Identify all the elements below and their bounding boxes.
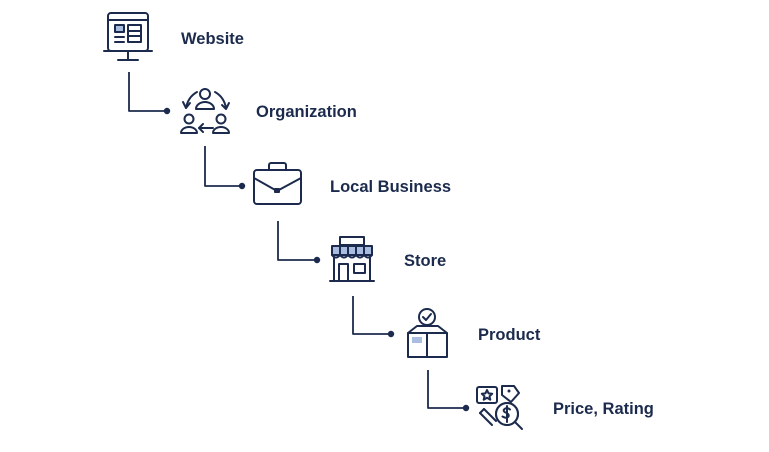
node-label-product: Product <box>478 326 541 344</box>
price-rating-icon <box>476 385 523 430</box>
website-monitor-icon <box>103 12 153 61</box>
connector-dot-store <box>313 256 321 264</box>
organization-people-icon <box>180 88 230 134</box>
connector-website-organization <box>128 72 166 112</box>
briefcase-icon <box>253 162 302 205</box>
connector-dot-local-business <box>238 182 246 190</box>
node-label-store: Store <box>404 252 446 270</box>
node-label-local-business: Local Business <box>330 178 451 196</box>
connector-organization-local-business <box>204 146 241 187</box>
connectors <box>128 72 470 412</box>
connector-dot-price-rating <box>462 404 470 412</box>
node-label-website: Website <box>181 30 244 48</box>
node-label-price-rating: Price, Rating <box>553 400 654 418</box>
node-store: Store <box>329 236 446 282</box>
node-organization: Organization <box>180 88 357 134</box>
node-price-rating: Price, Rating <box>476 385 654 430</box>
connector-store-product <box>352 296 390 335</box>
product-box-icon <box>407 308 448 358</box>
storefront-icon <box>329 236 375 282</box>
connector-dot-product <box>387 330 395 338</box>
node-local-business: Local Business <box>253 162 451 205</box>
connector-local-business-store <box>277 221 316 261</box>
node-label-organization: Organization <box>256 103 357 121</box>
connector-product-price-rating <box>427 370 465 409</box>
connector-dot-organization <box>163 107 171 115</box>
node-product: Product <box>407 308 541 358</box>
node-website: Website <box>103 12 244 61</box>
